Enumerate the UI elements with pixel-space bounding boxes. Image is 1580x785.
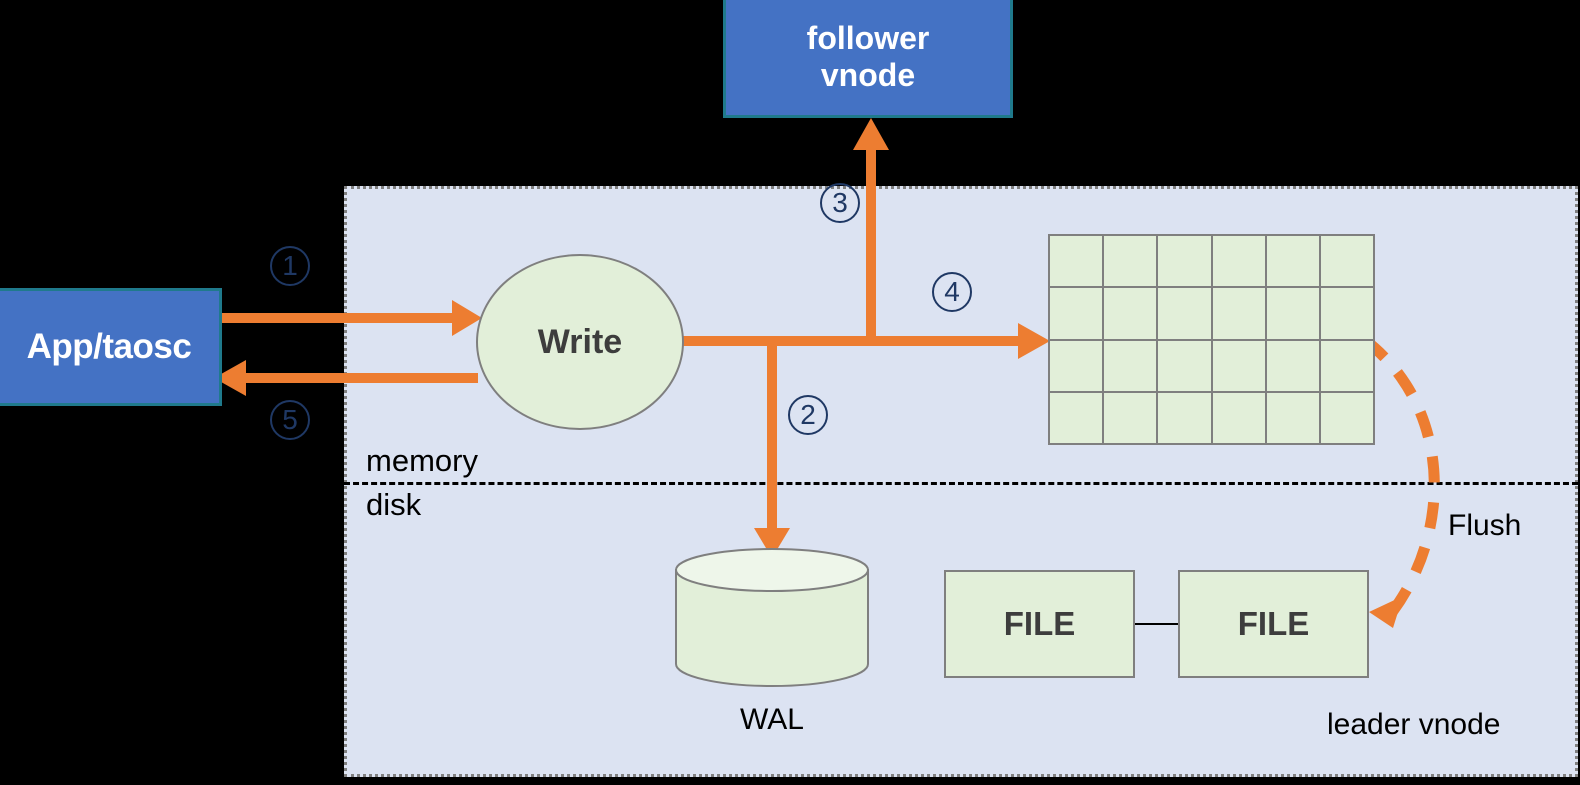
memtable-cell — [1158, 392, 1211, 443]
edge-memtable-to-file-flush — [1361, 335, 1440, 628]
edge-app-to-write — [220, 313, 470, 323]
file-box-2[interactable]: FILE — [1178, 570, 1369, 678]
memtable-cell — [1050, 392, 1103, 443]
wal-label: WAL — [740, 703, 804, 736]
memtable-cell — [1050, 340, 1103, 391]
memtable-cell — [1158, 236, 1211, 287]
arrowhead-write-to-memtable — [1018, 323, 1050, 359]
memtable-cell — [1212, 236, 1265, 287]
memtable-cell — [1050, 288, 1103, 339]
edge-write-to-memtable — [680, 336, 1020, 346]
follower-vnode-label: follower vnode — [807, 20, 930, 94]
file-box-1-label: FILE — [1003, 605, 1076, 642]
step-marker-3: 3 — [820, 183, 860, 223]
step-marker-4: 4 — [932, 272, 972, 312]
memtable-cell — [1104, 288, 1157, 339]
app-taosc-label: App/taosc — [26, 326, 192, 366]
memtable-cell — [1266, 236, 1319, 287]
follower-vnode-label-line2: vnode — [820, 57, 916, 93]
memtable-cell — [1320, 288, 1373, 339]
memtable-cell — [1212, 392, 1265, 443]
step-marker-5: 5 — [270, 400, 310, 440]
memtable-cell — [1212, 288, 1265, 339]
memtable-cell — [1320, 236, 1373, 287]
edge-write-to-follower — [866, 136, 876, 341]
edge-write-to-wal — [767, 341, 777, 541]
file-box-2-label: FILE — [1237, 605, 1310, 642]
app-taosc-node[interactable]: App/taosc — [0, 288, 222, 406]
memory-tier-label: memory — [366, 443, 478, 478]
file-connector-line — [1135, 623, 1178, 625]
memtable-cell — [1320, 392, 1373, 443]
memtable-cell — [1266, 340, 1319, 391]
memtable-cell — [1050, 236, 1103, 287]
memtable-cell — [1104, 236, 1157, 287]
memtable-cell — [1104, 392, 1157, 443]
edge-write-to-app — [232, 373, 478, 383]
memtable-cell — [1158, 340, 1211, 391]
memtable-cell — [1320, 340, 1373, 391]
write-node[interactable]: Write — [476, 254, 684, 430]
arrowhead-write-to-follower — [853, 118, 889, 150]
step-marker-1: 1 — [270, 246, 310, 286]
file-box-1[interactable]: FILE — [944, 570, 1135, 678]
memtable-cell — [1104, 340, 1157, 391]
write-node-label: Write — [537, 322, 623, 361]
memtable-cell — [1212, 340, 1265, 391]
leader-vnode-label: leader vnode — [1327, 708, 1501, 741]
step-marker-2: 2 — [788, 395, 828, 435]
memtable-grid[interactable] — [1048, 234, 1375, 445]
memory-disk-divider — [344, 482, 1578, 485]
memtable-cell — [1266, 392, 1319, 443]
memtable-cell — [1158, 288, 1211, 339]
disk-tier-label: disk — [366, 487, 422, 522]
follower-vnode-label-line1: follower — [806, 20, 930, 57]
wal-cylinder[interactable] — [674, 548, 870, 687]
memtable-cell — [1266, 288, 1319, 339]
follower-vnode-node[interactable]: follower vnode — [723, 0, 1013, 118]
flush-label: Flush — [1448, 509, 1522, 542]
